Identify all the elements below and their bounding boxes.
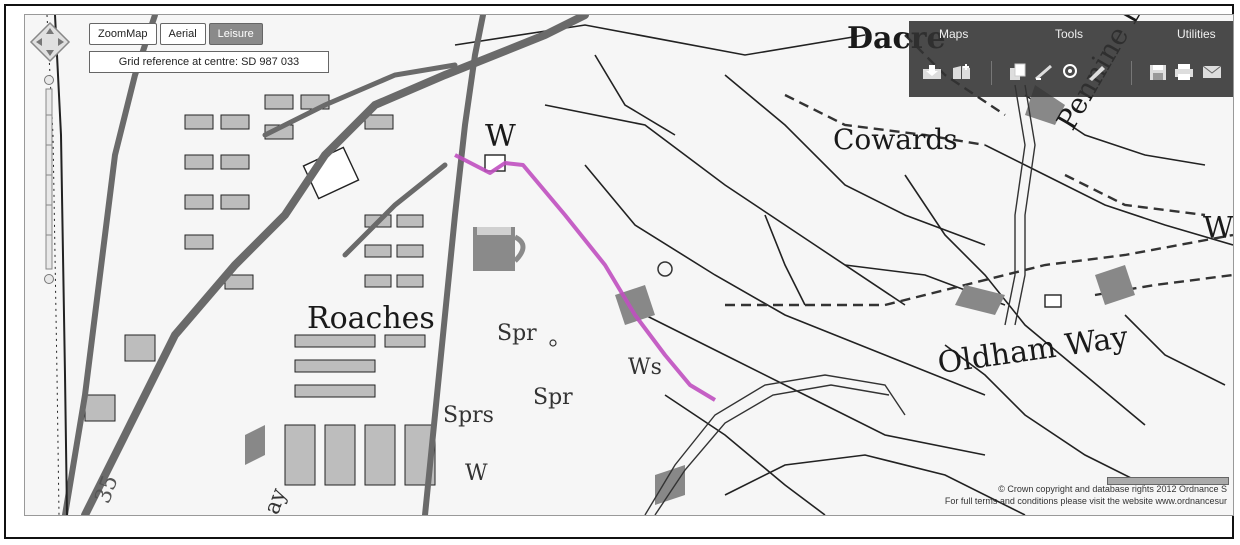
book-add-icon[interactable]	[951, 63, 973, 81]
copy-icon[interactable]	[1007, 63, 1029, 81]
copyright-notice: © Crown copyright and database rights 20…	[945, 483, 1227, 507]
label-spr-2: Spr	[533, 385, 573, 410]
aerial-button[interactable]: Aerial	[159, 23, 206, 45]
pan-up-icon	[46, 28, 54, 34]
label-cowards: Cowards	[833, 123, 958, 156]
label-w-bottom: W	[465, 461, 488, 486]
zoom-out-icon	[44, 274, 54, 284]
label-spr-1: Spr	[497, 321, 537, 346]
pan-right-icon	[58, 38, 64, 46]
page-frame: Dacre Cowards Pennine Bri W W Roaches Ol…	[4, 4, 1234, 539]
measure-icon[interactable]	[1033, 63, 1055, 81]
utilities-menu-label[interactable]: Utilities	[1177, 27, 1216, 41]
print-icon[interactable]	[1173, 63, 1195, 81]
leisure-button[interactable]: Leisure	[208, 23, 263, 45]
tools-panel: Maps Tools Utilities	[909, 21, 1233, 97]
pub-symbol	[473, 227, 526, 271]
label-w-top: W	[485, 119, 516, 154]
tools-menu-label[interactable]: Tools	[1055, 27, 1084, 41]
copyright-line-1: © Crown copyright and database rights 20…	[998, 484, 1227, 494]
zoom-in-icon	[44, 75, 54, 85]
maps-menu-label[interactable]: Maps	[939, 27, 969, 41]
scale-bar	[1107, 477, 1229, 485]
copyright-line-2[interactable]: For full terms and conditions please vis…	[944, 496, 1227, 506]
grid-reference: Grid reference at centre: SD 987 033	[89, 51, 329, 73]
pan-left-icon	[36, 38, 42, 46]
email-icon[interactable]	[1201, 63, 1223, 81]
label-w-right: W	[1203, 211, 1234, 246]
pin-icon[interactable]	[1059, 63, 1081, 81]
pencil-icon[interactable]	[1085, 63, 1107, 81]
zoom-slider[interactable]	[44, 75, 54, 285]
zoommap-button[interactable]: ZoomMap	[89, 23, 157, 45]
pan-control[interactable]	[29, 21, 71, 63]
map-canvas[interactable]	[25, 15, 1233, 515]
open-map-icon[interactable]	[921, 63, 943, 81]
map-view[interactable]: Dacre Cowards Pennine Bri W W Roaches Ol…	[24, 14, 1234, 516]
label-ws: Ws	[628, 355, 662, 380]
tools-separator-1	[991, 61, 992, 85]
save-icon[interactable]	[1147, 63, 1169, 81]
tools-separator-2	[1131, 61, 1132, 85]
map-type-buttons: ZoomMap Aerial Leisure	[89, 23, 263, 45]
pan-down-icon	[46, 50, 54, 56]
route-line	[454, 153, 717, 402]
label-roaches: Roaches	[307, 301, 435, 336]
label-sprs: Sprs	[443, 403, 494, 428]
